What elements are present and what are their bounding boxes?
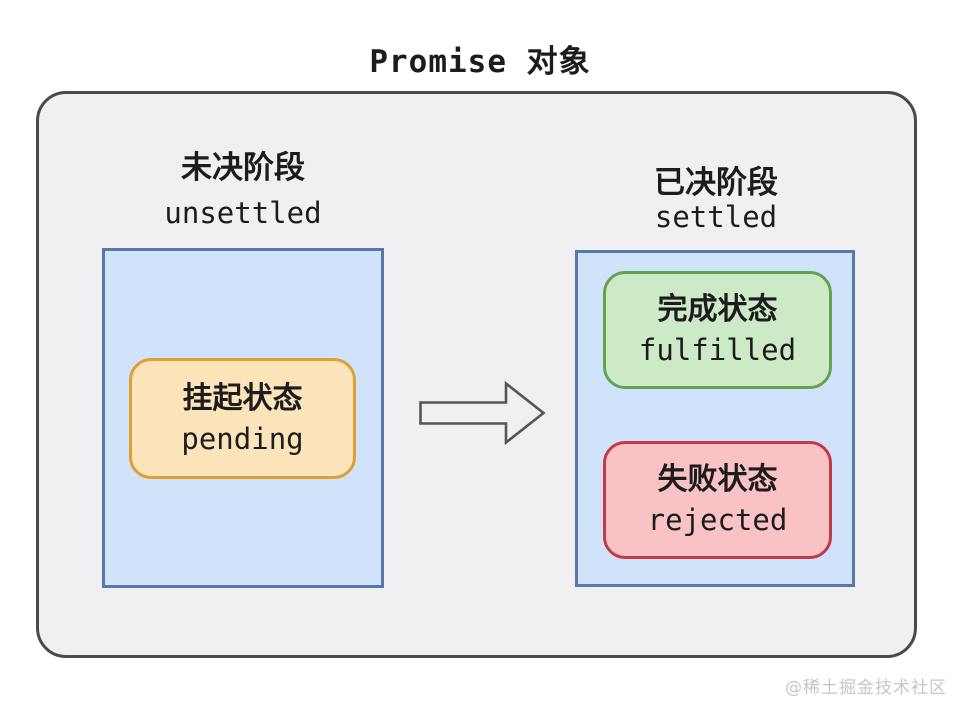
fulfilled-state-label-cn: 完成状态	[657, 292, 778, 328]
unsettled-phase-label-cn: 未决阶段	[181, 150, 305, 186]
unsettled-phase-label-en: unsettled	[164, 196, 322, 230]
fulfilled-state-box: 完成状态 fulfilled	[603, 271, 832, 389]
pending-state-box: 挂起状态 pending	[129, 358, 356, 479]
diagram-title: Promise 对象	[369, 44, 591, 80]
community-watermark: @稀土掘金技术社区	[785, 678, 947, 698]
settled-phase-label-en: settled	[654, 200, 778, 234]
pending-state-label-cn: 挂起状态	[182, 380, 303, 416]
rejected-state-label-cn: 失败状态	[657, 462, 778, 498]
transition-arrow-icon	[419, 380, 546, 446]
settled-phase-label-cn: 已决阶段	[654, 165, 778, 201]
rejected-state-box: 失败状态 rejected	[603, 441, 832, 559]
rejected-state-label-en: rejected	[647, 503, 788, 538]
pending-state-label-en: pending	[181, 421, 304, 456]
fulfilled-state-label-en: fulfilled	[638, 333, 797, 368]
